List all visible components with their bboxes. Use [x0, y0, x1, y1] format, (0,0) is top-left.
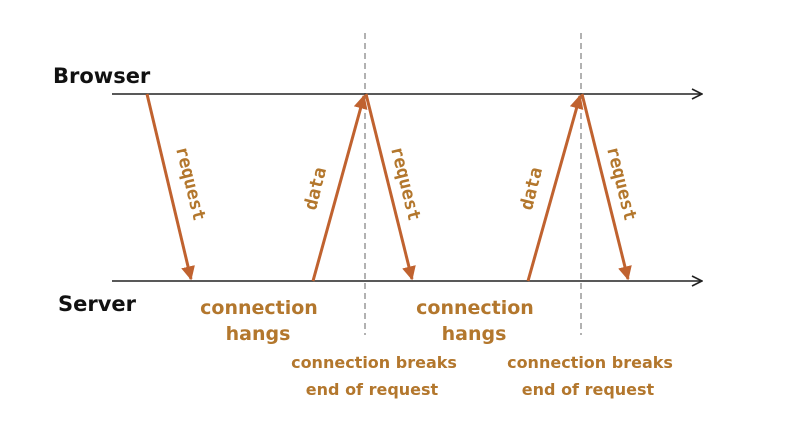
- data-label-1: data: [300, 165, 331, 212]
- request-label-3: request: [602, 144, 641, 223]
- hang-note-1-line2: hangs: [226, 323, 291, 345]
- server-label: Server: [58, 292, 137, 316]
- break-note-2-line2: end of request: [522, 380, 655, 399]
- break-note-2-line1: connection breaks: [507, 353, 673, 372]
- break-note-1-line1: connection breaks: [291, 353, 457, 372]
- hang-note-1-line1: connection: [200, 297, 318, 319]
- data-label-2: data: [516, 165, 547, 212]
- browser-label: Browser: [53, 64, 151, 88]
- hang-note-2-line2: hangs: [442, 323, 507, 345]
- data-arrow-1: [311, 94, 368, 282]
- request-arrow-3: [580, 93, 632, 281]
- request-label-2: request: [386, 144, 425, 223]
- hang-note-2-line1: connection: [416, 297, 534, 319]
- request-label-1: request: [171, 144, 210, 223]
- request-arrow-2: [364, 93, 416, 281]
- request-arrow-1: [145, 93, 195, 281]
- break-note-1-line2: end of request: [306, 380, 439, 399]
- data-arrow-2: [526, 94, 584, 282]
